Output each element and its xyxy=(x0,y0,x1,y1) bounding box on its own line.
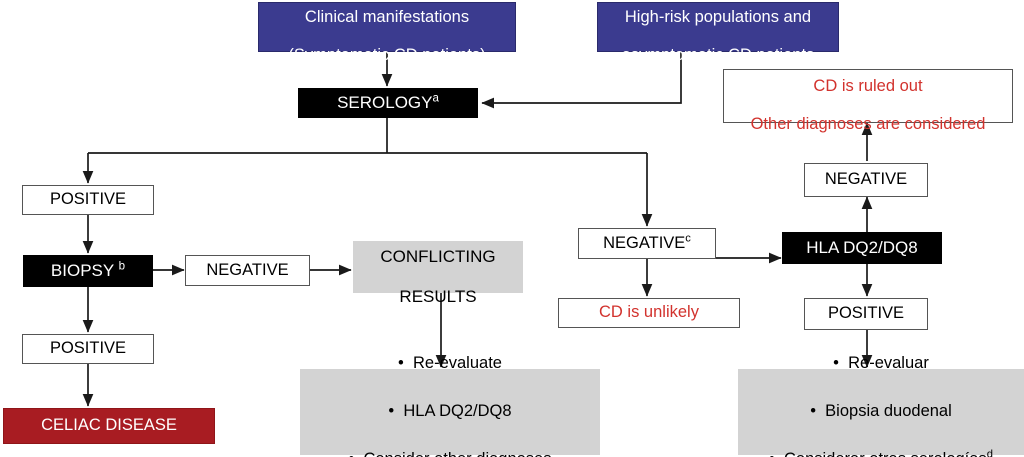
node-negative-hla: NEGATIVE xyxy=(804,163,928,197)
recommendation-es-item-2: Biopsia duodenal xyxy=(738,400,1024,424)
negative-hla-label: NEGATIVE xyxy=(824,170,908,189)
positive-biopsy-label: POSITIVE xyxy=(49,339,127,358)
celiac-disease-label: CELIAC DISEASE xyxy=(41,416,177,435)
biopsy-label: BIOPSY xyxy=(50,260,114,280)
node-high-risk-populations: High-risk populations and asymptomatic C… xyxy=(597,2,839,64)
panel-recommendations-english: Re-evaluate HLA DQ2/DQ8 Consider other d… xyxy=(300,354,600,457)
conflicting-results-line2: RESULTS xyxy=(399,287,477,307)
node-conflicting-results: CONFLICTING RESULTS xyxy=(353,241,523,306)
node-hla-dq2-dq8: HLA DQ2/DQ8 xyxy=(782,232,942,264)
positive-hla-label: POSITIVE xyxy=(827,304,905,323)
clinical-manifestations-line1: Clinical manifestations xyxy=(304,7,470,26)
hla-dq2-dq8-label: HLA DQ2/DQ8 xyxy=(806,237,918,257)
node-celiac-disease: CELIAC DISEASE xyxy=(3,408,215,444)
panel-recommendations-spanish: Re-evaluar Biopsia duodenal Considerar o… xyxy=(738,354,1024,457)
node-positive-biopsy: POSITIVE xyxy=(22,334,154,364)
node-serology: SEROLOGYa xyxy=(298,88,478,118)
cd-ruled-out-line2: Other diagnoses are considered xyxy=(750,115,986,134)
cd-unlikely-label: CD is unlikely xyxy=(599,303,699,322)
biopsy-footnote: b xyxy=(118,260,126,273)
negative-serology-footnote: c xyxy=(685,232,691,245)
node-biopsy: BIOPSY b xyxy=(23,255,153,287)
serology-label: SEROLOGY xyxy=(337,92,433,112)
cd-ruled-out-line1: CD is ruled out xyxy=(813,76,923,95)
node-cd-unlikely: CD is unlikely xyxy=(558,298,740,328)
node-positive-hla: POSITIVE xyxy=(804,298,928,330)
node-positive-serology: POSITIVE xyxy=(22,185,154,215)
recommendation-es-item-3: Considerar otras serologíasd xyxy=(738,448,1024,457)
negative-biopsy-label: NEGATIVE xyxy=(206,260,289,279)
serology-footnote: a xyxy=(432,92,439,105)
recommendation-en-item-1: Re-evaluate xyxy=(300,352,600,376)
high-risk-line1: High-risk populations and xyxy=(624,7,812,26)
recommendation-es-item-3-text: Considerar otras serologías xyxy=(784,450,987,457)
node-negative-serology: NEGATIVEc xyxy=(578,228,716,259)
node-negative-biopsy: NEGATIVE xyxy=(185,255,310,286)
recommendation-es-item-3-footnote: d xyxy=(986,448,993,457)
high-risk-line2: asymptomatic CD patients xyxy=(621,46,815,65)
recommendation-en-item-2: HLA DQ2/DQ8 xyxy=(300,400,600,424)
recommendation-en-item-3: Consider other diagnoses xyxy=(300,448,600,457)
negative-serology-label: NEGATIVE xyxy=(603,233,686,252)
node-clinical-manifestations: Clinical manifestations (Symptomatic CD … xyxy=(258,2,516,64)
clinical-manifestations-line2: (Symptomatic CD patients) xyxy=(288,46,486,65)
recommendation-es-item-1: Re-evaluar xyxy=(738,352,1024,376)
conflicting-results-line1: CONFLICTING xyxy=(380,246,496,266)
node-cd-ruled-out: CD is ruled out Other diagnoses are cons… xyxy=(723,69,1013,133)
positive-serology-label: POSITIVE xyxy=(49,190,127,209)
